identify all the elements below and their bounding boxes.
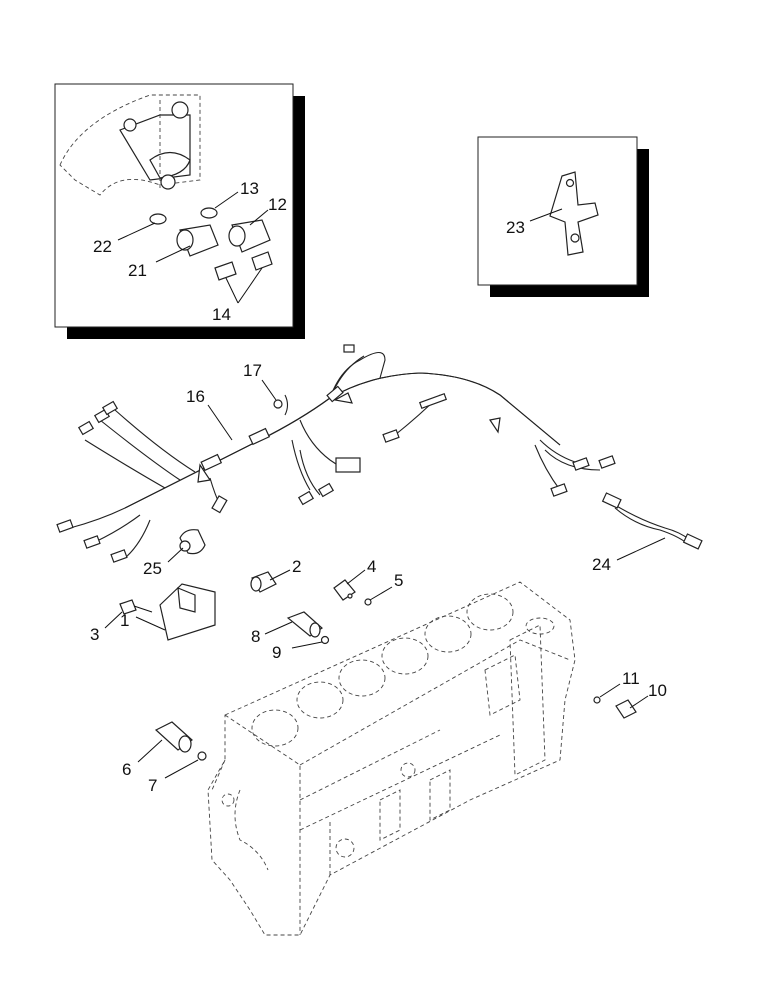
leader-7 xyxy=(164,759,199,779)
leader-9 xyxy=(291,641,323,649)
o-ring-5 xyxy=(364,598,372,606)
module-1 xyxy=(159,583,216,641)
leader-21 xyxy=(155,245,191,263)
sensor-21 xyxy=(176,224,219,257)
o-ring-9 xyxy=(320,635,330,645)
leader-8 xyxy=(264,621,293,635)
leader-14b xyxy=(237,267,263,304)
leader-2 xyxy=(269,569,291,581)
callout-1: 1 xyxy=(120,611,129,630)
leader-24 xyxy=(616,537,666,561)
callout-11: 11 xyxy=(622,669,640,688)
callout-6: 6 xyxy=(122,760,131,779)
connector xyxy=(317,482,335,498)
sensor-8 xyxy=(286,611,323,638)
inset-housing-drawing xyxy=(59,94,201,196)
connector xyxy=(550,483,568,497)
callout-12: 12 xyxy=(268,195,287,214)
connector xyxy=(598,455,616,469)
callout-13: 13 xyxy=(240,179,259,198)
connector xyxy=(572,457,590,471)
connector xyxy=(335,457,361,473)
leader-5 xyxy=(369,586,393,601)
leader-12 xyxy=(249,209,269,226)
sensor-12 xyxy=(228,219,271,253)
engine-block xyxy=(207,581,576,936)
callout-22: 22 xyxy=(93,237,112,256)
callout-4: 4 xyxy=(367,557,376,576)
bolt-14b xyxy=(251,251,273,271)
callout-24: 24 xyxy=(592,555,611,574)
callout-8: 8 xyxy=(251,627,260,646)
leader-16 xyxy=(207,404,233,441)
leader-13 xyxy=(214,191,239,209)
sensor-4 xyxy=(333,579,356,601)
screw-3 xyxy=(119,599,153,615)
connector xyxy=(211,495,228,514)
leader-6 xyxy=(137,739,163,763)
connector xyxy=(77,420,95,436)
sensor-10 xyxy=(615,699,637,719)
clip-17 xyxy=(273,399,283,409)
inset-detail-sensors: 22 21 13 12 14 xyxy=(54,83,305,339)
wiring-harness-16: 17 16 xyxy=(56,344,616,563)
callout-7: 7 xyxy=(148,776,157,795)
callout-9: 9 xyxy=(272,643,281,662)
harness-24: 24 xyxy=(592,492,703,574)
connector xyxy=(83,535,101,549)
callout-21: 21 xyxy=(128,261,147,280)
callout-3: 3 xyxy=(90,625,99,644)
callout-2: 2 xyxy=(292,557,301,576)
connector xyxy=(343,344,355,353)
callout-25: 25 xyxy=(143,559,162,578)
o-ring-7 xyxy=(197,751,207,761)
callout-14: 14 xyxy=(212,305,231,324)
callout-5: 5 xyxy=(394,571,403,590)
o-ring-13 xyxy=(200,207,218,219)
connector xyxy=(297,490,315,506)
sensor-6 xyxy=(154,721,193,753)
callout-16: 16 xyxy=(186,387,205,406)
callout-17: 17 xyxy=(243,361,262,380)
leader-14a xyxy=(225,277,239,304)
connector xyxy=(382,429,400,443)
connector xyxy=(56,519,74,533)
o-ring-22 xyxy=(149,213,167,225)
leader-1 xyxy=(135,616,166,631)
leader-3 xyxy=(104,611,123,629)
callout-10: 10 xyxy=(648,681,667,700)
inset-detail-bracket: 23 xyxy=(477,136,649,297)
bolt-14a xyxy=(214,261,237,281)
leader-17 xyxy=(261,379,277,401)
leader-22 xyxy=(117,222,156,241)
sensor-2 xyxy=(250,571,277,593)
leader-10 xyxy=(629,695,649,709)
connector xyxy=(110,549,128,563)
bracket-23 xyxy=(549,171,599,256)
connector xyxy=(101,400,119,416)
clip-25: 25 xyxy=(143,529,206,578)
callout-23: 23 xyxy=(506,218,525,237)
o-ring-11 xyxy=(593,696,601,704)
leader-23 xyxy=(529,208,563,222)
leader-4 xyxy=(346,569,366,585)
leader-11 xyxy=(599,683,621,698)
